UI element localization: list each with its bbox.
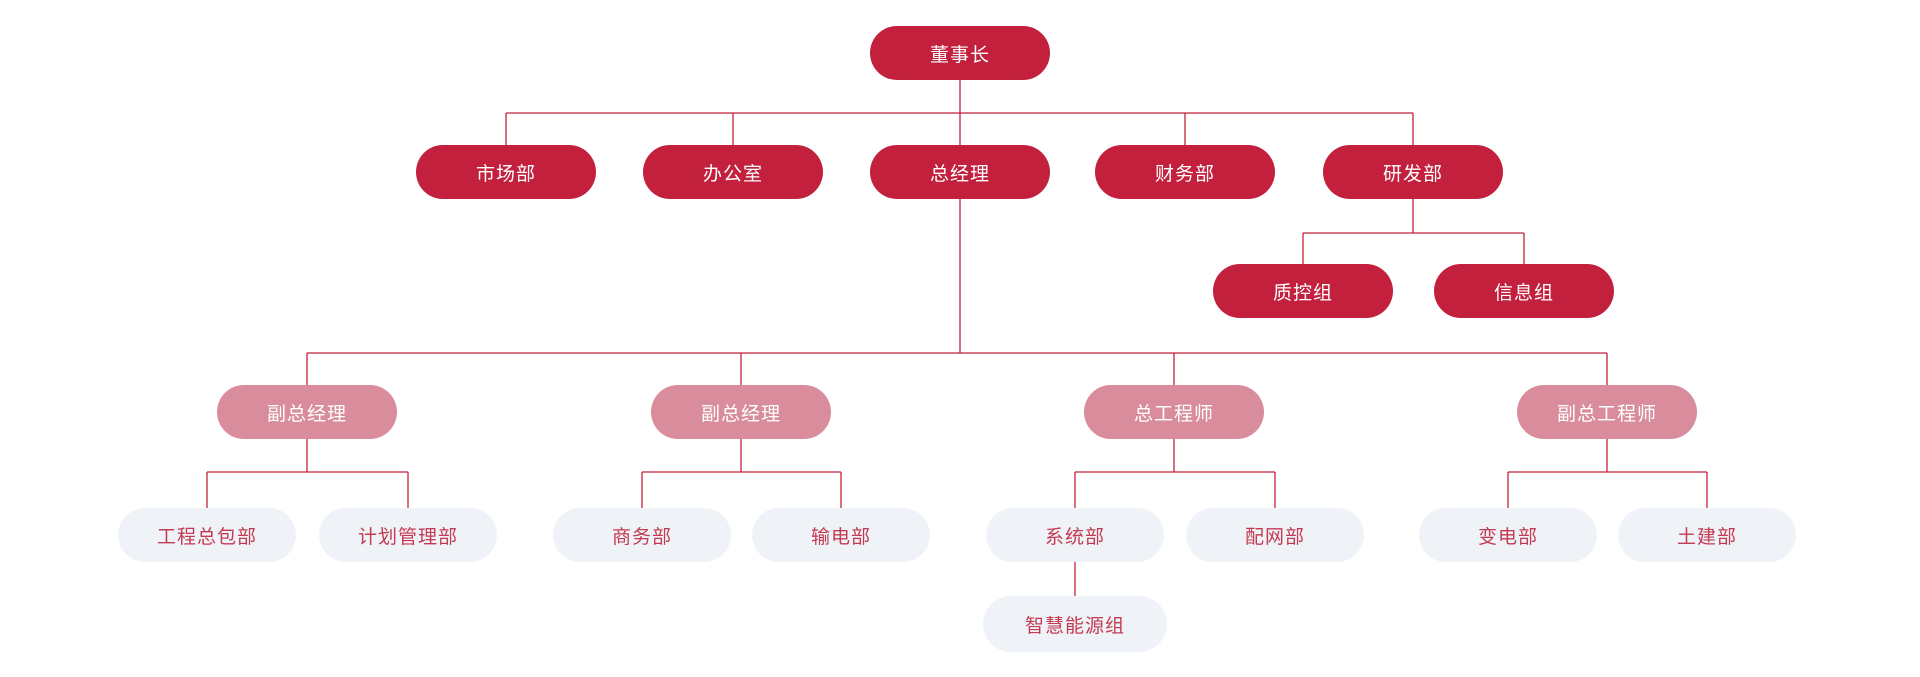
org-node-civil: 土建部	[1618, 508, 1796, 562]
org-node-finance: 财务部	[1095, 145, 1275, 199]
org-node-dce: 副总工程师	[1517, 385, 1697, 439]
org-node-market: 市场部	[416, 145, 596, 199]
org-node-dgm2: 副总经理	[651, 385, 831, 439]
org-node-trans: 输电部	[752, 508, 930, 562]
org-node-label: 配网部	[1244, 526, 1305, 548]
org-node-label: 总工程师	[1133, 403, 1214, 425]
org-node-info: 信息组	[1434, 264, 1614, 318]
org-node-smart: 智慧能源组	[983, 596, 1167, 652]
org-node-dist: 配网部	[1186, 508, 1364, 562]
org-node-gm: 总经理	[870, 145, 1050, 199]
org-node-label: 输电部	[810, 526, 871, 548]
org-node-label: 土建部	[1676, 526, 1737, 548]
org-node-label: 副总经理	[266, 403, 347, 425]
org-node-qc: 质控组	[1213, 264, 1393, 318]
org-node-sub: 变电部	[1419, 508, 1597, 562]
org-node-label: 研发部	[1382, 163, 1443, 185]
org-node-chairman: 董事长	[870, 26, 1050, 80]
org-node-label: 办公室	[702, 163, 763, 185]
org-node-label: 智慧能源组	[1024, 615, 1125, 637]
org-node-label: 市场部	[475, 163, 536, 185]
org-node-sys: 系统部	[986, 508, 1164, 562]
org-node-label: 质控组	[1272, 282, 1333, 304]
org-node-plan: 计划管理部	[319, 508, 497, 562]
org-node-office: 办公室	[643, 145, 823, 199]
org-node-label: 副总工程师	[1556, 403, 1657, 425]
org-node-label: 信息组	[1493, 282, 1554, 304]
org-node-dgm1: 副总经理	[217, 385, 397, 439]
org-node-label: 副总经理	[700, 403, 781, 425]
org-node-rd: 研发部	[1323, 145, 1503, 199]
org-node-label: 工程总包部	[156, 526, 257, 548]
org-node-label: 财务部	[1154, 163, 1215, 185]
org-node-label: 计划管理部	[357, 526, 458, 548]
org-node-ce: 总工程师	[1084, 385, 1264, 439]
org-node-label: 商务部	[611, 526, 672, 548]
org-node-label: 变电部	[1477, 526, 1538, 548]
org-node-label: 总经理	[929, 163, 990, 185]
org-node-label: 系统部	[1044, 526, 1105, 548]
org-node-label: 董事长	[929, 44, 990, 66]
org-node-biz: 商务部	[553, 508, 731, 562]
org-node-epc: 工程总包部	[118, 508, 296, 562]
